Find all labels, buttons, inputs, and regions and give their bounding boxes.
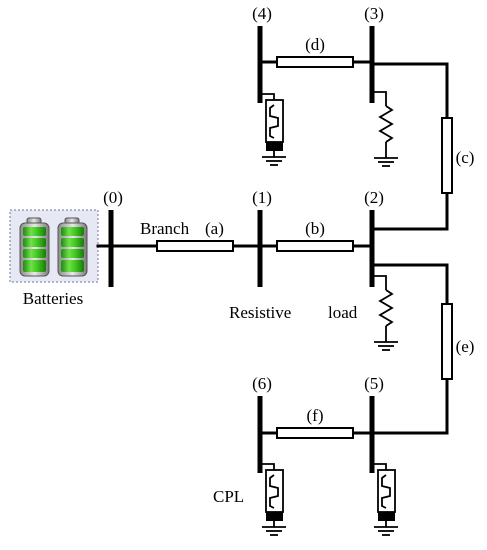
branch-e-label: (e) (456, 337, 475, 356)
battery-cell-icon (19, 217, 50, 277)
batteries-label: Batteries (23, 289, 83, 308)
bus-4-label: (4) (252, 4, 272, 23)
branch-a-prefix: Branch (140, 219, 190, 238)
branch-d-resistor (276, 56, 354, 68)
resistive-label: Resistive (229, 303, 291, 322)
branch-e-resistor (441, 303, 453, 380)
branch-e-wire (370, 263, 449, 435)
cpl-label: CPL (213, 487, 244, 506)
battery-pack (9, 209, 99, 283)
branch-f-resistor (276, 427, 354, 439)
branch-a-label: (a) (205, 219, 224, 238)
branch-d-label: (d) (305, 35, 325, 54)
branch-b-label: (b) (305, 219, 325, 238)
bus-2-label: (2) (364, 188, 384, 207)
branch-c-label: (c) (456, 148, 475, 167)
bus-0-label: (0) (103, 188, 123, 207)
bus-1-label: (1) (252, 188, 272, 207)
bus-6-label: (6) (252, 374, 272, 393)
resistive-load-bus-3 (372, 91, 398, 167)
bus-5-label: (5) (364, 374, 384, 393)
branch-b-resistor (276, 240, 354, 252)
cpl-symbol-bus-5 (372, 463, 398, 536)
cpl-symbol-bus-4 (260, 93, 286, 166)
branch-a-resistor (156, 240, 234, 252)
resistive-load-bus-2 (372, 275, 398, 351)
battery-cell-icon (57, 217, 88, 277)
bus-3-label: (3) (364, 4, 384, 23)
branch-c-resistor (441, 117, 453, 194)
cpl-symbol-bus-6 (260, 463, 286, 536)
load-label: load (328, 303, 358, 322)
branch-f-label: (f) (307, 406, 324, 425)
